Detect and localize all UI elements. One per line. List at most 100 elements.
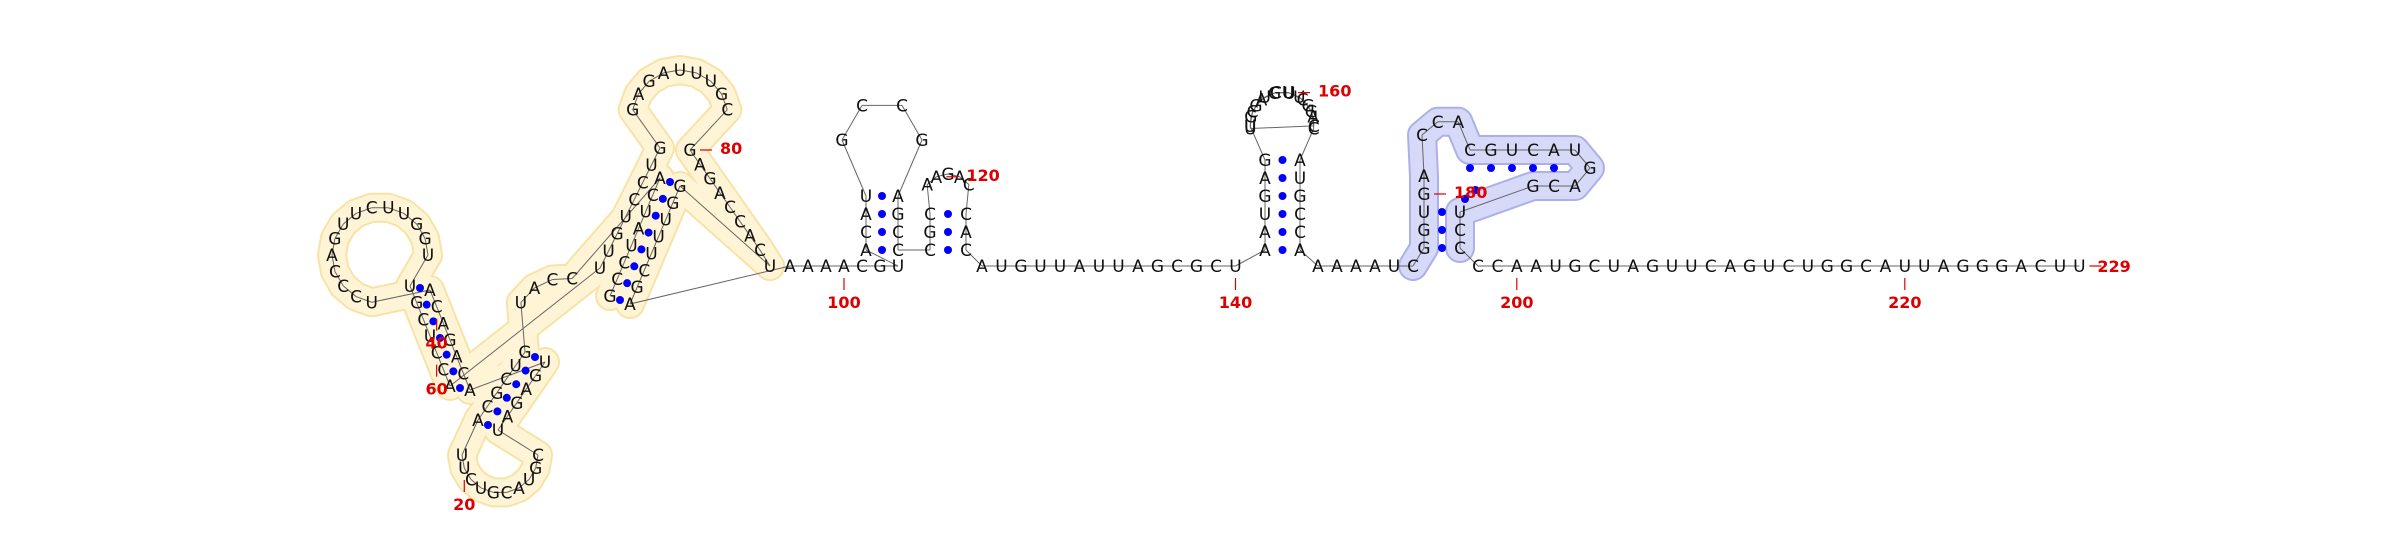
base-pair-dot <box>1438 244 1446 252</box>
nucleotide: U <box>404 277 416 297</box>
backbone-link <box>355 207 372 214</box>
nucleotide: U <box>1608 257 1620 277</box>
nucleotide: U <box>1918 257 1930 277</box>
base-pair-dot <box>484 421 492 429</box>
backbone-link <box>749 235 761 251</box>
nucleotide: C <box>1407 257 1419 277</box>
backbone-link <box>926 176 937 185</box>
nucleotide: G <box>490 384 503 404</box>
backbone-link <box>1421 121 1439 136</box>
nucleotide: U <box>1054 257 1066 277</box>
nucleotide: C <box>1782 257 1794 277</box>
nucleotide: G <box>923 223 936 243</box>
backbone-link <box>696 72 712 82</box>
nucleotide: U <box>602 242 614 262</box>
base-pair-dot <box>1471 186 1480 194</box>
nucleotide: U <box>625 236 637 256</box>
nucleotide: G <box>703 170 716 190</box>
nucleotide: A <box>654 169 666 189</box>
base-pair-dot <box>1278 156 1287 164</box>
nucleotide: U <box>1763 257 1775 277</box>
nucleotide: C <box>1210 257 1222 277</box>
base-pair-dot <box>422 300 431 309</box>
nucleotide: U <box>1454 203 1466 223</box>
nucleotide: U <box>1802 257 1814 277</box>
backbone-link <box>632 109 661 149</box>
nucleotide: C <box>1308 117 1320 137</box>
nucleotide: U <box>645 244 657 264</box>
backbone-link <box>449 339 458 357</box>
nucleotide: U <box>1259 205 1271 225</box>
nucleotide: A <box>472 411 484 431</box>
nucleotide: A <box>976 257 988 277</box>
position-number: 120 <box>966 166 999 185</box>
nucleotide: G <box>419 230 432 250</box>
nucleotide: U <box>674 61 686 81</box>
nucleotide: U <box>645 156 657 176</box>
nucleotide: A <box>502 407 514 427</box>
nucleotide: C <box>1464 141 1476 161</box>
backbone-link <box>424 238 429 256</box>
nucleotide: A <box>1350 257 1362 277</box>
nucleotide: C <box>431 344 443 364</box>
backbone-link <box>608 233 618 252</box>
nucleotide: C <box>481 397 493 417</box>
backbone-link <box>1412 247 1425 267</box>
backbone-link <box>630 228 640 246</box>
nucleotide: C <box>546 271 558 291</box>
nucleotide: U <box>1093 257 1105 277</box>
nucleotide: C <box>647 186 659 206</box>
nucleotide: U <box>1899 257 1911 277</box>
backbone-link <box>480 487 494 493</box>
base-pair-dot <box>1529 164 1537 172</box>
base-pair-dot <box>651 211 660 220</box>
nucleotide: G <box>1821 257 1834 277</box>
backbone-link <box>663 69 681 74</box>
nucleotide: C <box>1491 257 1503 277</box>
backbone-link <box>632 93 639 110</box>
backbone-link <box>518 479 530 489</box>
backbone-link <box>710 80 722 95</box>
nucleotide: A <box>921 175 933 195</box>
nucleotide: U <box>1418 203 1430 223</box>
base-pair-dot <box>644 228 653 237</box>
backbone-link <box>1250 125 1314 130</box>
backbone-link <box>865 249 899 267</box>
backbone-link <box>1298 96 1309 106</box>
nucleotide: U <box>1685 257 1697 277</box>
nucleotide: U <box>1294 169 1306 189</box>
backbone-link <box>470 479 482 489</box>
backbone-link <box>416 223 426 239</box>
position-number: 220 <box>1888 293 1921 312</box>
backbone-link <box>650 147 661 166</box>
backbone-link <box>1574 167 1591 187</box>
nucleotide: U <box>2054 257 2066 277</box>
nucleotide: A <box>1530 257 1542 277</box>
nucleotide: U <box>690 64 702 84</box>
nucleotide: C <box>1416 126 1428 146</box>
nucleotide: A <box>624 295 636 315</box>
backbone-link <box>496 378 507 394</box>
backbone-link <box>422 319 431 337</box>
backbone-link <box>672 185 681 204</box>
base-pair-dot <box>1438 226 1446 234</box>
backbone-link <box>535 454 539 469</box>
base-pair-layer <box>416 156 1558 429</box>
nucleotide: A <box>744 227 756 247</box>
backbone-link <box>629 265 791 305</box>
nucleotide: C <box>860 223 872 243</box>
nucleotide: U <box>523 470 535 490</box>
nucleotide: G <box>1526 177 1539 197</box>
nucleotide: A <box>513 479 525 499</box>
backbone-link <box>535 361 546 376</box>
backbone-link <box>633 182 644 200</box>
backbone-link <box>1307 105 1314 117</box>
nucleotide: G <box>1305 102 1318 122</box>
nucleotide: A <box>438 314 450 334</box>
nucleotide: A <box>860 241 872 261</box>
nucleotide: C <box>465 470 477 490</box>
nucleotide: C <box>1705 257 1717 277</box>
backbone-link <box>462 373 471 391</box>
nucleotide: G <box>1190 257 1203 277</box>
nucleotide: C <box>638 261 650 281</box>
